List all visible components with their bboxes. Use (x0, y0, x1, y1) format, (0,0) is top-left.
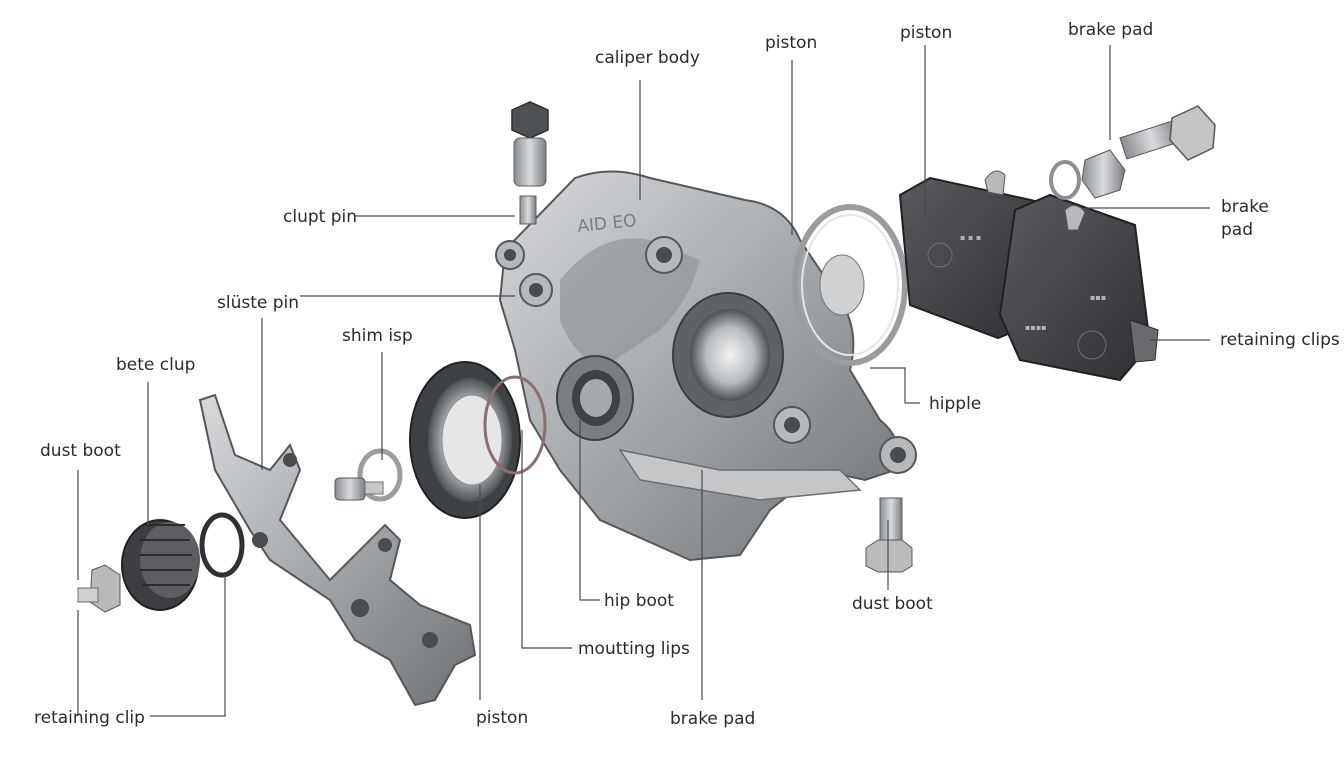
label-retaining-clips: retaining clips (1220, 330, 1340, 350)
piston-seal-ring (792, 204, 908, 366)
label-brake-pad-right-line1: brake (1221, 197, 1269, 217)
label-sluste-pin: slüste pin (217, 293, 300, 313)
label-caliper-body: caliper body (595, 48, 700, 68)
svg-text:▪▪▪: ▪▪▪ (1090, 293, 1106, 302)
brake-pad-inner: ▪▪▪▪ ▪▪▪ (998, 193, 1159, 382)
mounting-bolt-bottom-right (865, 497, 913, 573)
label-dust-boot-left: dust boot (40, 441, 121, 461)
label-brake-pad-right: brake pad (1221, 196, 1269, 242)
bolt-left (77, 564, 121, 613)
label-retaining-clip: retaining clip (34, 708, 145, 728)
leader-lines (77, 45, 1210, 717)
bleeder-screw (511, 101, 549, 225)
label-piston-top: piston (765, 33, 818, 53)
label-shim-isp: shim isp (342, 326, 413, 346)
label-piston-top-right: piston (900, 23, 953, 43)
svg-text:▪ ▪ ▪: ▪ ▪ ▪ (960, 233, 981, 242)
piston-left (121, 519, 200, 611)
label-hip-boot: hip boot (604, 591, 674, 611)
label-brake-pad-bottom: brake pad (670, 709, 756, 729)
label-dust-boot-right: dust boot (852, 594, 933, 614)
label-bete-clup: bete clup (116, 355, 196, 375)
guide-pin-spring (334, 448, 403, 502)
label-piston-bottom: piston (476, 708, 529, 728)
label-mouting-lips: moutting lips (578, 639, 690, 659)
o-ring (199, 512, 245, 578)
mounting-bolt-top-right (1049, 105, 1216, 200)
label-brake-pad-top: brake pad (1068, 20, 1154, 40)
label-clupt-pin: clupt pin (283, 207, 357, 227)
dust-boot-seal (409, 361, 547, 519)
caliper-bracket (198, 393, 477, 707)
label-hipple: hipple (929, 394, 982, 414)
label-brake-pad-right-line2: pad (1221, 220, 1253, 240)
svg-text:▪▪▪▪: ▪▪▪▪ (1025, 323, 1047, 332)
